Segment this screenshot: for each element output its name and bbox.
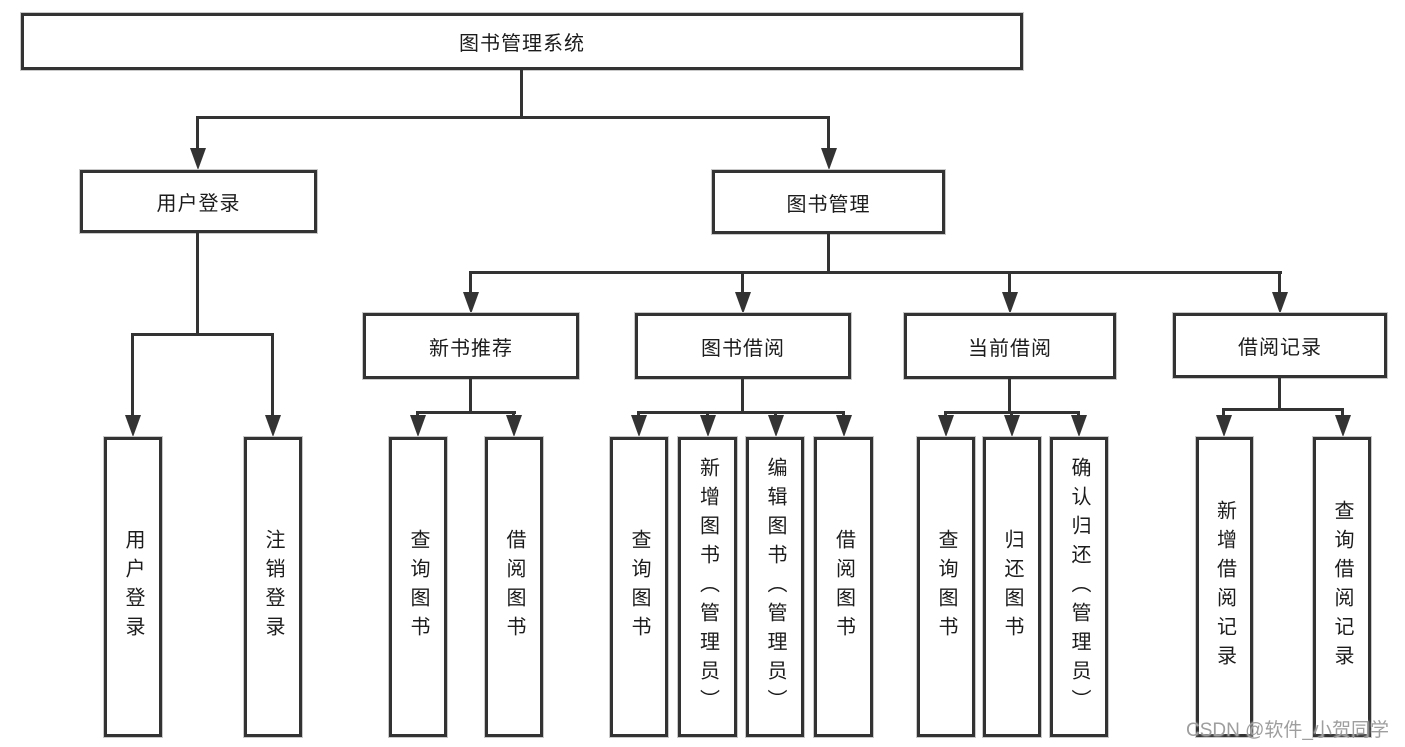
- connector-line: [196, 116, 830, 119]
- connector-line: [1077, 411, 1080, 418]
- node-leaf-return-books: 归还图书: [983, 437, 1041, 737]
- arrow-down-icon: [631, 415, 647, 437]
- node-leaf-logout: 注销登录: [244, 437, 302, 737]
- arrow-down-icon: [1335, 415, 1351, 437]
- connector-line: [196, 233, 199, 336]
- connector-line: [469, 271, 1282, 274]
- node-library-system: 图书管理系统: [21, 13, 1023, 70]
- connector-line: [741, 379, 744, 414]
- node-borrowing-records: 借阅记录: [1173, 313, 1387, 378]
- arrow-down-icon: [1004, 415, 1020, 437]
- connector-line: [1222, 408, 1225, 418]
- connector-line: [741, 271, 744, 294]
- node-book-management: 图书管理: [712, 170, 945, 234]
- node-leaf-edit-books-admin: 编辑图书（管理员）: [746, 437, 804, 737]
- node-leaf-add-borrow-record: 新增借阅记录: [1196, 437, 1253, 737]
- connector-line: [416, 411, 516, 414]
- arrow-down-icon: [938, 415, 954, 437]
- connector-line: [827, 116, 830, 149]
- leaf-label: 查询图书: [935, 529, 957, 645]
- connector-line: [512, 411, 515, 418]
- node-leaf-query-books: 查询图书: [610, 437, 668, 737]
- node-leaf-query-books: 查询图书: [917, 437, 975, 737]
- leaf-label: 确认归还（管理员）: [1068, 456, 1090, 718]
- connector-line: [1008, 271, 1011, 294]
- arrow-down-icon: [836, 415, 852, 437]
- connector-line: [1278, 378, 1281, 411]
- connector-line: [1010, 411, 1013, 418]
- connector-line: [1008, 379, 1011, 414]
- node-book-borrowing: 图书借阅: [635, 313, 851, 379]
- connector-line: [1222, 408, 1344, 411]
- connector-line: [774, 411, 777, 418]
- leaf-label: 查询图书: [628, 529, 650, 645]
- arrow-down-icon: [768, 415, 784, 437]
- leaf-label: 归还图书: [1001, 529, 1023, 645]
- node-leaf-borrow-books: 借阅图书: [485, 437, 543, 737]
- node-leaf-borrow-books: 借阅图书: [814, 437, 873, 737]
- arrow-down-icon: [1272, 292, 1288, 314]
- leaf-label: 借阅图书: [832, 529, 855, 645]
- connector-line: [196, 116, 199, 149]
- arrow-down-icon: [700, 415, 716, 437]
- connector-line: [842, 411, 845, 418]
- connector-line: [469, 379, 472, 414]
- arrow-down-icon: [506, 415, 522, 437]
- connector-line: [706, 411, 709, 418]
- connector-line: [520, 70, 523, 119]
- leaf-label: 借阅图书: [503, 529, 525, 645]
- arrow-down-icon: [735, 292, 751, 314]
- csdn-watermark: CSDN @软件_小贺同学: [1186, 720, 1389, 741]
- leaf-label: 新增图书（管理员）: [696, 456, 719, 718]
- node-leaf-user-login: 用户登录: [104, 437, 162, 737]
- arrow-down-icon: [1071, 415, 1087, 437]
- node-leaf-query-books: 查询图书: [389, 437, 447, 737]
- arrow-down-icon: [1002, 292, 1018, 314]
- leaf-label: 查询借阅记录: [1331, 500, 1353, 674]
- leaf-label: 新增借阅记录: [1213, 500, 1236, 674]
- node-leaf-add-books-admin: 新增图书（管理员）: [678, 437, 737, 737]
- connector-line: [1278, 271, 1281, 294]
- arrow-down-icon: [190, 148, 206, 170]
- connector-line: [944, 411, 947, 418]
- node-current-borrowing: 当前借阅: [904, 313, 1116, 379]
- leaf-label: 注销登录: [262, 529, 284, 645]
- connector-line: [827, 234, 830, 274]
- arrow-down-icon: [265, 415, 281, 437]
- connector-line: [469, 271, 472, 294]
- connector-line: [131, 333, 134, 416]
- arrow-down-icon: [125, 415, 141, 437]
- connector-line: [271, 333, 274, 416]
- leaf-label: 编辑图书（管理员）: [764, 456, 786, 718]
- connector-line: [131, 333, 274, 336]
- arrow-down-icon: [463, 292, 479, 314]
- leaf-label: 用户登录: [122, 529, 144, 645]
- node-leaf-confirm-return-admin: 确认归还（管理员）: [1050, 437, 1108, 737]
- node-leaf-query-borrow-record: 查询借阅记录: [1313, 437, 1371, 737]
- connector-line: [637, 411, 640, 418]
- connector-line: [416, 411, 419, 418]
- arrow-down-icon: [410, 415, 426, 437]
- leaf-label: 查询图书: [407, 529, 429, 645]
- arrow-down-icon: [1216, 415, 1232, 437]
- node-user-login: 用户登录: [80, 170, 317, 233]
- connector-line: [1341, 408, 1344, 418]
- connector-line: [637, 411, 845, 414]
- arrow-down-icon: [821, 148, 837, 170]
- node-new-book-recommendation: 新书推荐: [363, 313, 579, 379]
